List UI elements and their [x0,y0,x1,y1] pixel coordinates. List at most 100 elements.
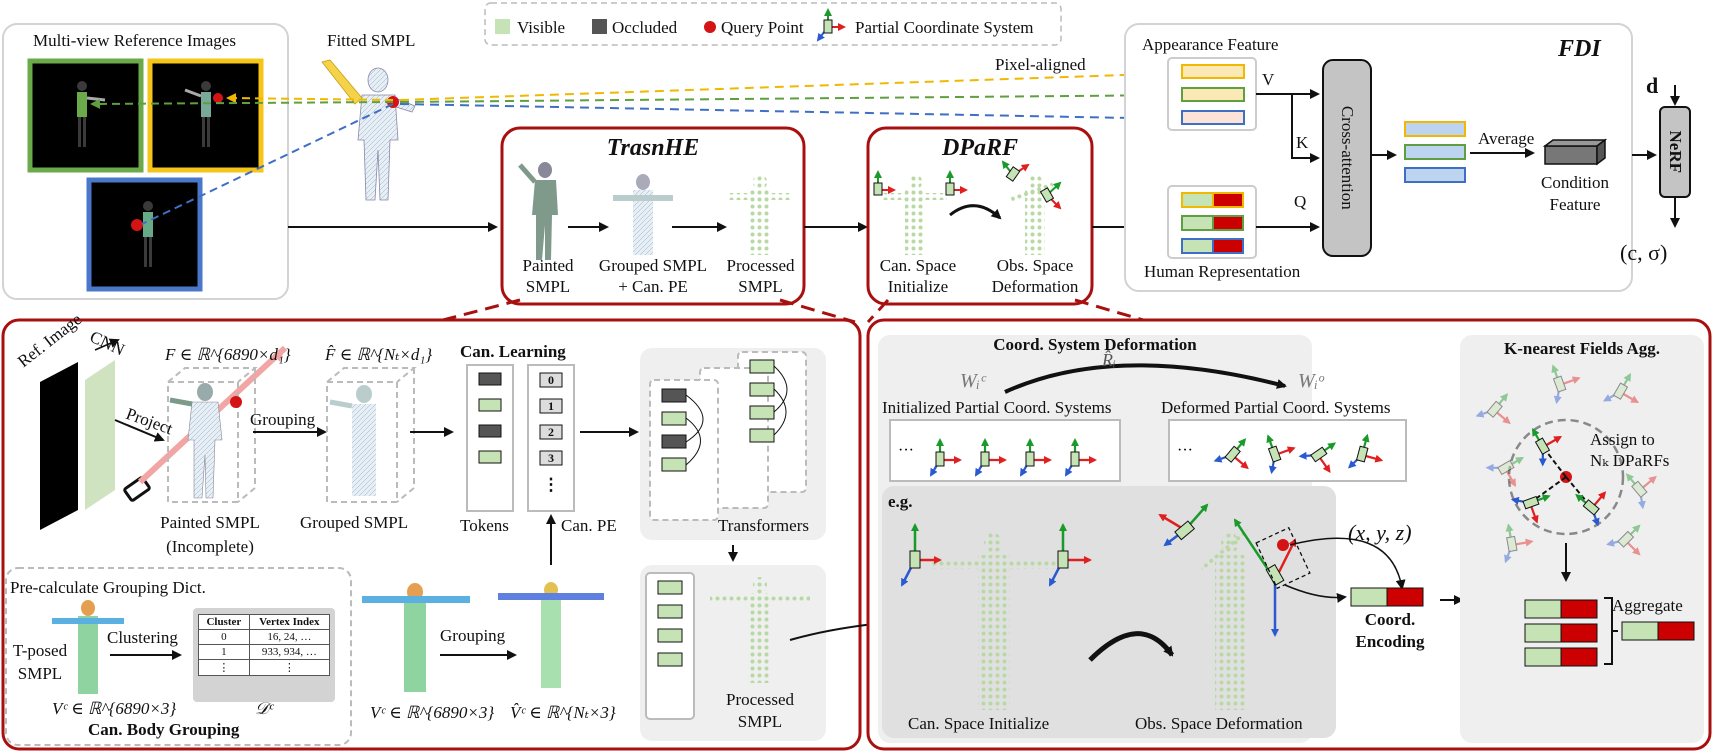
dparf-obs-coords [1001,160,1062,210]
can-pe-label: Can. PE [561,516,617,535]
token-column [466,364,514,512]
can-space-l2: Initialize [887,277,949,296]
proj-blue-back [141,103,394,225]
partial-coord-icon [1266,434,1296,475]
vc-formula-2: Vᶜ ∈ ℝ^{6890×3} [370,703,495,722]
legend-frame [484,2,1062,46]
init-coord-icons: ··· [898,438,1097,477]
pe-0: 0 [548,373,554,387]
condition-feature-l2: Feature [1549,195,1601,214]
knn-title: K-nearest Fields Agg. [1504,339,1660,358]
vc-hat-formula: V̂ᶜ ∈ ℝ^{Nₜ×3} [510,703,616,722]
pe-2: 2 [548,425,554,439]
condition-feature-l1: Condition [1540,173,1609,192]
knn-field-icon [1625,473,1657,510]
f-formula: F ∈ ℝ^{6890×d₁} [165,345,291,364]
fitted-smpl-label: Fitted SMPL [327,31,416,50]
knn-field-icon [1532,427,1563,467]
partial-coord-icon [929,438,962,477]
painted-smpl-bottom-l1: Painted SMPL [160,513,260,532]
grouped-smpl-small [613,174,673,255]
dparf-can-figure [883,174,947,255]
human-representation-label: Human Representation [1144,262,1301,281]
eg-curved-arrow [1088,631,1175,662]
legend-occluded-swatch [592,19,607,34]
ri-hat-arrow [1004,363,1287,394]
can-learning-label: Can. Learning [460,342,566,361]
pe-cubes [539,372,563,466]
eg-obs-figure [1198,526,1251,710]
output-label: (c, σ) [1620,240,1668,265]
painted-smpl-figure [169,383,223,499]
wic-label: Wᵢᶜ [960,370,986,392]
legend-visible-label: Visible [517,18,566,37]
legend-occluded-label: Occluded [612,18,678,37]
eg-can-figure [930,533,1058,710]
ref-person-yellow [184,81,223,147]
processed-smpl-l1: Processed [726,256,795,275]
pixel-aligned-yellow-line [399,68,1184,101]
t-posed-smpl-figure-2 [362,583,470,692]
obs-space-deform-label: Obs. Space Deformation [1135,714,1303,733]
partial-coord-icon [1064,438,1097,477]
grouping-label-2: Grouping [440,626,506,645]
condition-feature-block [1542,138,1608,166]
init-coord-frame [889,419,1121,482]
obs-space-l1: Obs. Space [996,256,1074,275]
human-rep-stack [1181,192,1244,254]
grouped-smpl-bottom: Grouped SMPL [300,513,409,532]
cross-attention-label: Cross-attention [1337,105,1357,210]
multiview-title: Multi-view Reference Images [33,31,236,50]
trashe-title: TrasnHE [606,135,700,161]
knn-field-icon [1485,457,1525,488]
coord-deform-title: Coord. System Deformation [993,335,1197,354]
coord-encoding-block [1350,587,1424,607]
pixel-aligned-green-line [399,90,1184,103]
legend-coord-icon [816,8,846,42]
table-row: 0 16, 24, … [198,629,331,645]
knn-field-icon [1475,393,1511,425]
query-point [230,396,242,408]
token-cubes [478,372,502,464]
ri-hat-label: R̂ᵢ [1102,350,1116,370]
grouped-smpl-figure [329,385,376,496]
processed-bottom-l1: Processed [726,690,794,709]
d-label: d [1646,73,1659,98]
painted-smpl-bottom-l2: (Incomplete) [166,537,254,556]
xyz-label: (x, y, z) [1348,520,1412,545]
proj-yellow-back [226,93,394,104]
grouped-smpl-l2: + Can. PE [618,277,688,296]
dparf-title: DPaRF [941,135,1018,161]
precalc-label: Pre-calculate Grouping Dict. [10,578,206,597]
obs-space-l2: Deformation [991,277,1079,296]
ref-person-blue [131,201,153,267]
clustering-label: Clustering [107,628,178,647]
transformer-tokens [661,359,788,472]
wio-label: Wᵢᵒ [1298,370,1324,392]
fitted-smpl-figure [321,59,416,201]
knn-circle [1507,418,1625,536]
init-partial-label: Initialized Partial Coord. Systems [882,398,1112,417]
project-arrow [114,419,165,442]
partial-coord-icon [1298,442,1337,474]
eg-can-coord-left [900,523,942,587]
knn-field-icon [1606,524,1641,556]
fdi-title: FDI [1558,36,1601,62]
average-label: Average [1478,129,1535,148]
legend-coord-label: Partial Coordinate System [855,18,1034,37]
legend-query-point-label: Query Point [721,18,804,37]
processed-bottom-l2: SMPL [737,712,783,731]
eg-query-point [1277,539,1289,551]
grouped-color-figure [498,582,604,688]
camera-icon [123,476,151,502]
k-label: K [1296,133,1309,152]
grouping-dict-table: Cluster Vertex Index 0 16, 24, … 1 933, … [198,614,331,676]
processed-smpl-figure [710,577,810,683]
painted-smpl-l2: SMPL [525,277,571,296]
assign-l1: Assign to [1590,430,1655,449]
eg-label: e.g. [888,492,913,511]
partial-coord-icon [1213,438,1249,470]
knn-field-icon [1551,364,1581,405]
eg-can-coord-right [1048,523,1092,587]
